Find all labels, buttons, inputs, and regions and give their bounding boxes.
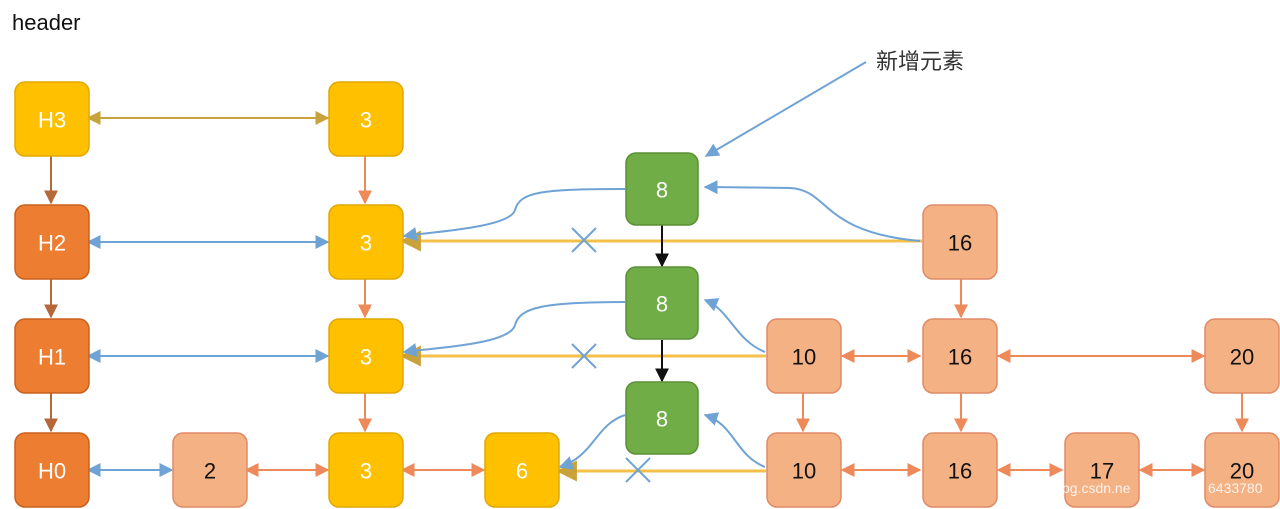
node-box bbox=[328, 318, 404, 394]
node-n16_l1: 16 bbox=[922, 318, 998, 394]
node-label: 3 bbox=[360, 345, 372, 370]
node-box bbox=[1064, 432, 1140, 508]
watermark-text: 6433780 bbox=[1208, 480, 1263, 496]
node-label: 16 bbox=[948, 459, 972, 484]
node-label: 20 bbox=[1230, 459, 1254, 484]
node-box bbox=[766, 318, 842, 394]
callout-arrow bbox=[704, 61, 867, 157]
node-box bbox=[1204, 432, 1280, 508]
node-n3_l2: 3 bbox=[328, 204, 404, 280]
cross-l1 bbox=[571, 343, 597, 369]
node-label: H1 bbox=[38, 345, 66, 370]
node-label: H2 bbox=[38, 231, 66, 256]
node-n6_l0: 6 bbox=[484, 432, 560, 508]
node-n3_l0: 3 bbox=[328, 432, 404, 508]
node-box bbox=[922, 432, 998, 508]
node-h3: H3 bbox=[14, 81, 90, 157]
cross-l2 bbox=[571, 227, 597, 253]
node-label: 6 bbox=[516, 459, 528, 484]
node-box bbox=[14, 318, 90, 394]
node-n2_l0: 2 bbox=[172, 432, 248, 508]
node-n20_l1: 20 bbox=[1204, 318, 1280, 394]
node-label: 17 bbox=[1090, 459, 1114, 484]
node-label: 16 bbox=[948, 345, 972, 370]
node-n8_l1: 8 bbox=[625, 266, 699, 340]
node-box bbox=[625, 152, 699, 226]
node-label: 10 bbox=[792, 459, 816, 484]
edge-10-8-l1 bbox=[703, 298, 766, 353]
node-n16_l2: 16 bbox=[922, 204, 998, 280]
node-box bbox=[922, 318, 998, 394]
node-box bbox=[484, 432, 560, 508]
node-box bbox=[172, 432, 248, 508]
node-h2: H2 bbox=[14, 204, 90, 280]
node-label: 10 bbox=[792, 345, 816, 370]
node-box bbox=[922, 204, 998, 280]
node-n10_l0: 10 bbox=[766, 432, 842, 508]
node-box bbox=[328, 204, 404, 280]
node-label: H0 bbox=[38, 459, 66, 484]
diagram-title: header bbox=[12, 10, 81, 35]
node-n10_l1: 10 bbox=[766, 318, 842, 394]
node-box bbox=[328, 432, 404, 508]
node-label: 8 bbox=[656, 407, 668, 432]
node-label: 16 bbox=[948, 231, 972, 256]
node-label: H3 bbox=[38, 108, 66, 133]
node-n16_l0: 16 bbox=[922, 432, 998, 508]
edge-10-8-l0 bbox=[703, 412, 766, 468]
node-n3_l1: 3 bbox=[328, 318, 404, 394]
node-label: 2 bbox=[204, 459, 216, 484]
node-n17_l0: 17 bbox=[1064, 432, 1140, 508]
node-h1: H1 bbox=[14, 318, 90, 394]
watermark-text: bg.csdn.ne bbox=[1062, 480, 1131, 496]
node-box bbox=[328, 81, 404, 157]
node-n8_l0: 8 bbox=[625, 381, 699, 455]
node-box bbox=[625, 381, 699, 455]
node-n3_l3: 3 bbox=[328, 81, 404, 157]
node-label: 20 bbox=[1230, 345, 1254, 370]
node-label: 3 bbox=[360, 231, 372, 256]
cross-l0 bbox=[625, 457, 651, 483]
node-label: 3 bbox=[360, 108, 372, 133]
node-box bbox=[14, 432, 90, 508]
new-element-callout: 新增元素 bbox=[876, 50, 965, 75]
node-label: 8 bbox=[656, 178, 668, 203]
edge-8-3-l1 bbox=[402, 301, 626, 358]
node-h0: H0 bbox=[14, 432, 90, 508]
node-box bbox=[14, 204, 90, 280]
node-box bbox=[14, 81, 90, 157]
node-box bbox=[625, 266, 699, 340]
edge-8-6-l0 bbox=[558, 414, 626, 470]
edge-3-8-l2 bbox=[703, 180, 921, 242]
node-label: 3 bbox=[360, 459, 372, 484]
edge-8-3-l2 bbox=[402, 188, 626, 242]
node-box bbox=[1204, 318, 1280, 394]
node-label: 8 bbox=[656, 292, 668, 317]
node-n8_l2: 8 bbox=[625, 152, 699, 226]
node-n20_l0: 20 bbox=[1204, 432, 1280, 508]
node-box bbox=[766, 432, 842, 508]
edges-layer bbox=[44, 61, 1249, 483]
